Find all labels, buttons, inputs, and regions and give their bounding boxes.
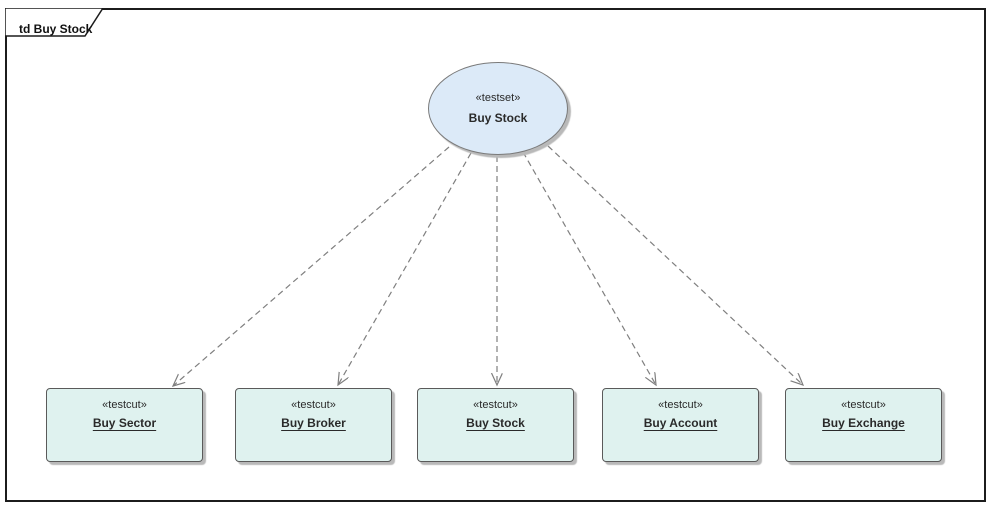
testcut-name: Buy Broker [281,416,346,430]
node-testcut-buy-account[interactable]: «testcut» Buy Account [602,388,759,462]
testcut-name: Buy Exchange [822,416,905,430]
testcut-name: Buy Sector [92,416,157,430]
testset-name: Buy Stock [468,111,528,125]
testcut-name: Buy Stock [466,416,525,430]
node-testcut-buy-exchange[interactable]: «testcut» Buy Exchange [785,388,942,462]
testcut-stereotype: «testcut» [658,399,703,411]
node-testset-buy-stock[interactable]: «testset» Buy Stock [428,62,568,155]
node-testcut-buy-sector[interactable]: «testcut» Buy Sector [46,388,203,462]
node-testcut-buy-stock[interactable]: «testcut» Buy Stock [417,388,574,462]
frame-tab-shape [4,7,105,37]
testcut-stereotype: «testcut» [291,399,336,411]
frame-title-tab: td Buy Stock [4,7,115,40]
testcut-stereotype: «testcut» [841,399,886,411]
node-testcut-buy-broker[interactable]: «testcut» Buy Broker [235,388,392,462]
testcut-stereotype: «testcut» [102,399,147,411]
testcut-name: Buy Account [643,416,718,430]
testset-stereotype: «testset» [475,92,521,104]
frame-title: td Buy Stock [19,22,93,36]
testcut-stereotype: «testcut» [473,399,518,411]
